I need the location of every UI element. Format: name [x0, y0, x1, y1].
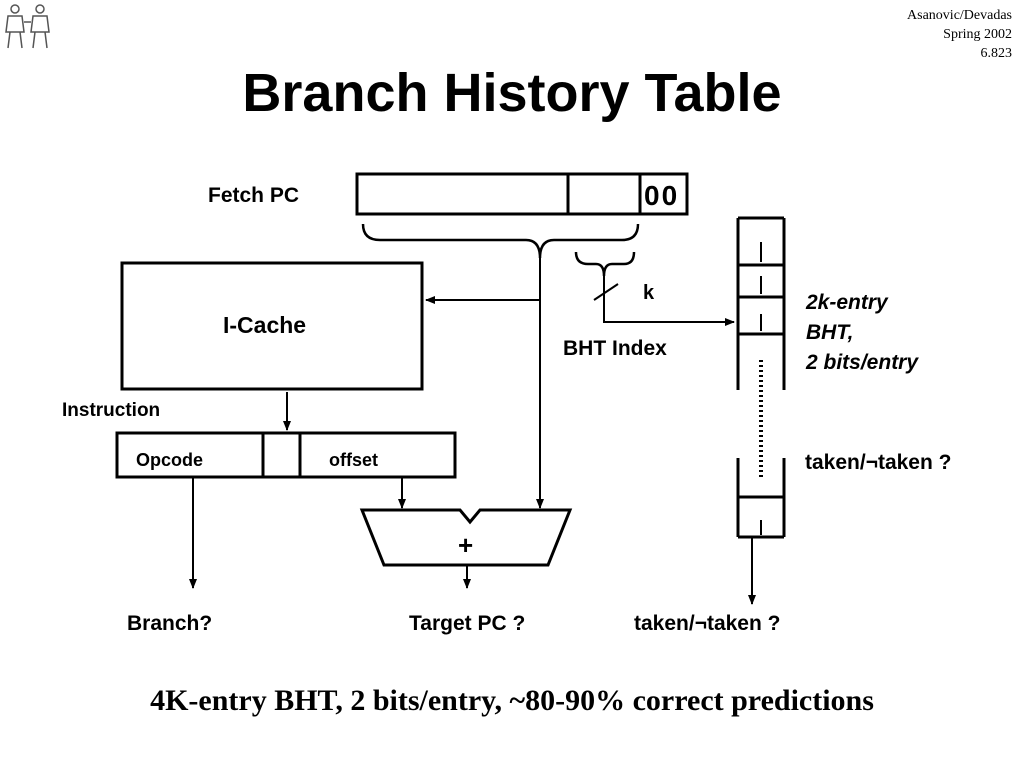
fetch-pc-register: [355, 172, 689, 216]
adder-shape: [359, 508, 573, 567]
index-width-slash: [593, 283, 619, 301]
bht-table: [736, 216, 786, 539]
bht-description-line: BHT,: [806, 321, 854, 344]
instruction-label: Instruction: [62, 400, 161, 421]
offset-label: offset: [329, 450, 378, 470]
credit-term: Spring 2002: [943, 27, 1012, 42]
target-pc-output-label: Target PC ?: [409, 612, 526, 635]
index-to-bht-wire: [603, 276, 735, 326]
credit-authors: Asanovic/Devadas: [907, 8, 1012, 23]
pc-bits-brace: [361, 223, 640, 259]
branch-output-label: Branch?: [127, 612, 213, 635]
instruction-register: [115, 431, 457, 479]
taken-side-label: taken/¬taken ?: [805, 451, 952, 474]
bht-index-label: BHT Index: [563, 337, 667, 360]
k-label: k: [643, 282, 655, 304]
bht-description: 2k-entry BHT, 2 bits/entry: [806, 288, 918, 378]
adder-label: +: [458, 530, 474, 560]
opcode-label: Opcode: [136, 450, 204, 470]
page-title: Branch History Table: [242, 63, 782, 123]
index-bits-brace: [574, 251, 636, 277]
bht-description-line: 2 bits/entry: [806, 351, 919, 374]
fetch-pc-label: Fetch PC: [208, 184, 300, 207]
icache-box: [120, 261, 424, 391]
taken-output-label: taken/¬taken ?: [634, 612, 781, 635]
icache-label: I-Cache: [223, 312, 307, 338]
pc-low-bits: 00: [644, 180, 680, 211]
bht-description-line: 2k-entry: [806, 291, 888, 314]
credit-course: 6.823: [980, 46, 1013, 61]
credits: Asanovic/Devadas Spring 2002 6.823: [907, 6, 1012, 63]
logo-icon: [2, 2, 54, 50]
summary-footer: 4K-entry BHT, 2 bits/entry, ~80-90% corr…: [150, 684, 874, 717]
